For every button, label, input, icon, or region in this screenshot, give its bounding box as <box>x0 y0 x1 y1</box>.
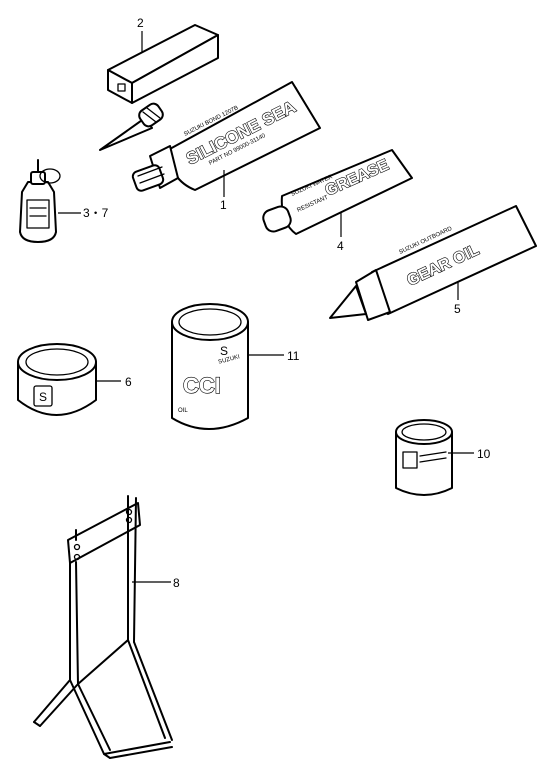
svg-text:S: S <box>220 344 228 358</box>
part-10-small-can <box>395 419 453 496</box>
leader-lines <box>58 31 474 583</box>
callout-numbers: 2 1 3・7 4 5 6 8 10 11 <box>83 16 491 590</box>
part-3-7-bottle <box>19 159 61 243</box>
callout-5: 5 <box>454 302 461 316</box>
cci-label: CCI <box>183 373 221 398</box>
part-8-engine-stand <box>33 495 173 759</box>
callout-3-7: 3・7 <box>83 206 109 220</box>
part-5-gear-oil-tube: GEAR OIL SUZUKI OUTBOARD <box>329 205 537 321</box>
applicator-nozzle <box>99 102 164 151</box>
callout-2: 2 <box>137 16 144 30</box>
part-2-sealing-block <box>107 24 219 104</box>
callout-4: 4 <box>337 239 344 253</box>
suzuki-label: SUZUKI <box>218 354 241 366</box>
callout-8: 8 <box>173 576 180 590</box>
callout-6: 6 <box>125 375 132 389</box>
part-1-silicone-tube: SILICONE SEA SUZUKI BOND 1207B PART NO 9… <box>131 81 321 192</box>
part-11-cci-can: CCI OIL SUZUKI S <box>171 303 249 430</box>
part-4-grease-tube: GREASE SUZUKI WATER RESISTANT <box>262 149 413 235</box>
callout-1: 1 <box>220 198 227 212</box>
part-6-can: S <box>17 343 97 416</box>
svg-text:S: S <box>39 390 47 404</box>
oil-label: OIL <box>178 408 188 414</box>
callout-11: 11 <box>287 349 300 363</box>
callout-10: 10 <box>477 447 491 461</box>
